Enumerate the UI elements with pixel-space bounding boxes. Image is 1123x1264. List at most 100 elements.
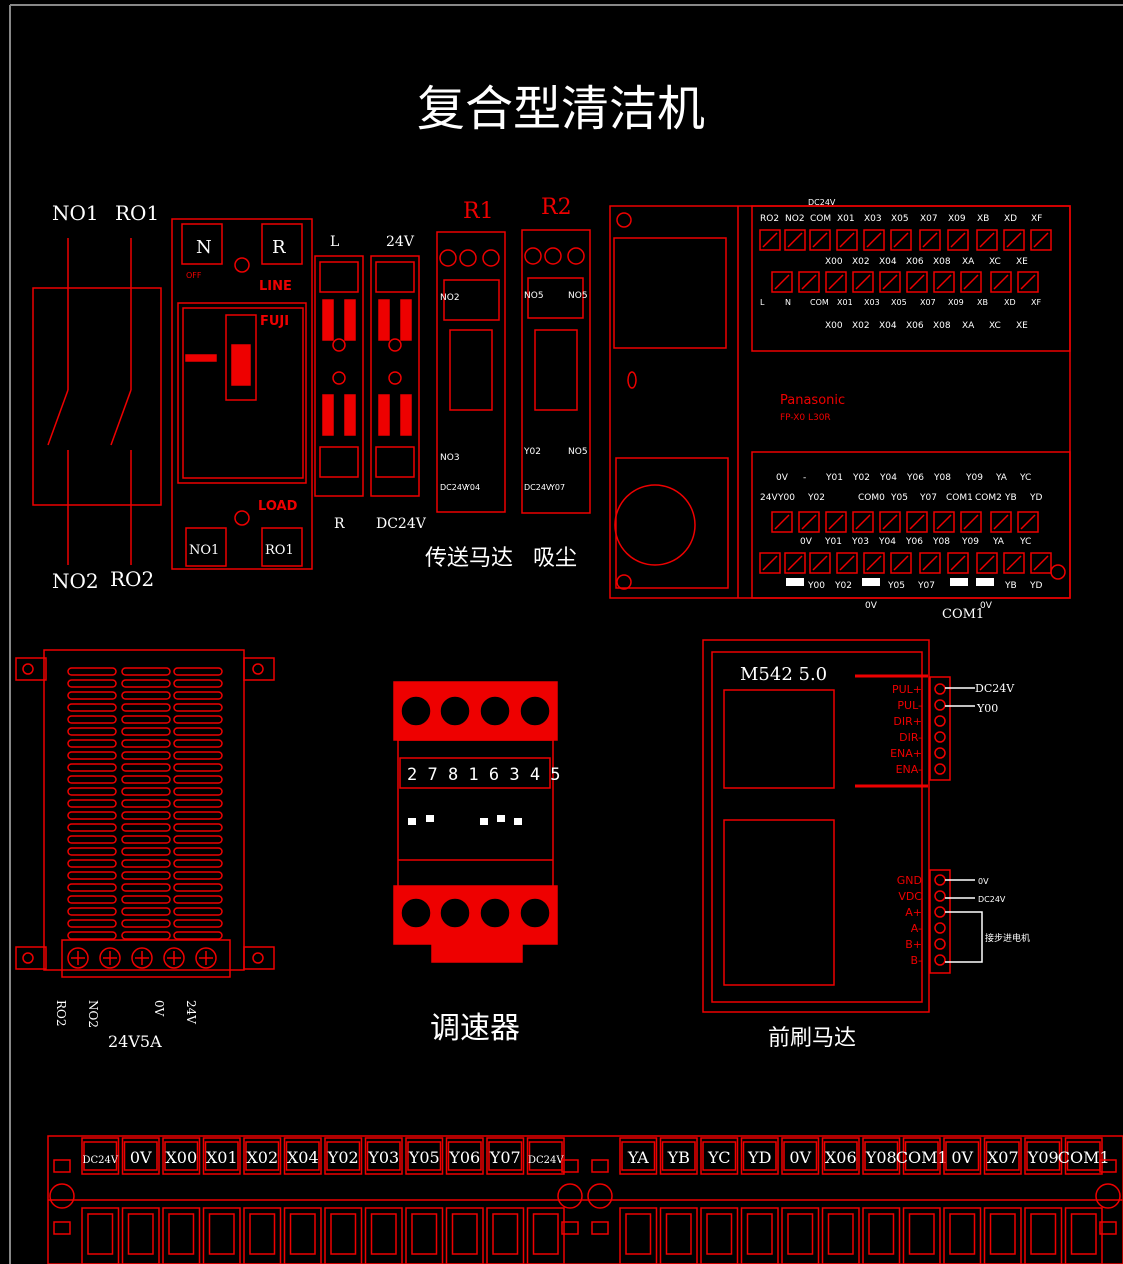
plc-screw-top2 xyxy=(906,271,928,293)
strip-terminal-slot xyxy=(908,1213,935,1255)
plc-screw-top1-slot xyxy=(866,232,882,248)
plc-terminal-label: X05 xyxy=(891,298,907,307)
plc-screw-top2-slot xyxy=(936,274,952,290)
relay-r2-label-f: Y07 xyxy=(549,483,565,492)
plc-terminal-label: N xyxy=(785,298,791,307)
plc-screw-bot1-slot xyxy=(936,514,952,530)
relay-r1-name: R1 xyxy=(463,199,494,224)
strip-terminal-lower xyxy=(983,1207,1022,1264)
psu-vent-slot xyxy=(121,811,171,820)
plc-model: FP-X0 L30R xyxy=(780,413,831,423)
strip-label-box xyxy=(366,1141,401,1171)
plc-terminal-label: Y01 xyxy=(824,537,842,547)
psu-terminal-block xyxy=(61,939,231,978)
strip-terminal-slot xyxy=(625,1213,652,1255)
psu-label-0v: 0V xyxy=(152,1000,166,1017)
plc-under-0v-a: 0V xyxy=(865,601,878,611)
strip-terminal-cell xyxy=(243,1137,282,1175)
plc-terminal-label: Y06 xyxy=(906,473,924,483)
plc-terminal-label: XE xyxy=(1016,321,1028,331)
strip-terminal-cell xyxy=(943,1137,982,1175)
strip-label-box xyxy=(864,1141,899,1171)
plc-screw-top2-slot xyxy=(963,274,979,290)
strip-terminal-slot xyxy=(208,1213,235,1255)
strip-terminal-lower xyxy=(243,1207,282,1264)
psu-vent-slot xyxy=(173,919,223,928)
plc-terminal-label: YD xyxy=(1029,581,1042,591)
plc-screw-bot1 xyxy=(990,511,1012,533)
driver-signal-pin xyxy=(934,715,946,727)
plc-terminal-label: Y00 xyxy=(807,581,825,591)
plc-terminal-label: XD xyxy=(1004,298,1016,307)
strip-terminal-cell xyxy=(781,1137,820,1175)
psu-vent-slot xyxy=(173,847,223,856)
psu-vent-slot xyxy=(173,799,223,808)
psu-vent-slot xyxy=(67,727,117,736)
strip-terminal-cell xyxy=(862,1137,901,1175)
plc-terminal-label: XF xyxy=(1031,214,1042,224)
relay-r2-label-b: NO5 xyxy=(568,291,588,301)
fuses: L 24V R DC24V xyxy=(314,234,427,532)
plc-screw-bot1 xyxy=(960,511,982,533)
strip-terminal-lower xyxy=(1024,1207,1063,1264)
plc-screw-top2-slot xyxy=(855,274,871,290)
plc-screw-top1 xyxy=(836,229,858,251)
strip-label-box xyxy=(285,1141,320,1171)
strip-label-box xyxy=(985,1141,1020,1171)
psu-vent-slot xyxy=(121,847,171,856)
psu-vent-slot xyxy=(173,835,223,844)
psu-vent-slot xyxy=(173,715,223,724)
strip-terminal-lower xyxy=(324,1207,363,1264)
plc-screw-bot2 xyxy=(947,552,969,574)
strip-terminal-label: X04 xyxy=(287,1148,319,1167)
strip-terminal-label: Y05 xyxy=(408,1148,440,1167)
psu-vent-slot xyxy=(173,823,223,832)
plc-terminal-label: Y03 xyxy=(851,537,869,547)
psu-vent-slot xyxy=(121,787,171,796)
strip-end-screw xyxy=(557,1183,583,1209)
plc-screw-top2-slot xyxy=(1020,274,1036,290)
plc-terminal-label: RO2 xyxy=(760,214,779,224)
strip-terminal-lower xyxy=(486,1207,525,1264)
psu-vent-slot xyxy=(121,823,171,832)
strip-end-tab xyxy=(1099,1221,1117,1235)
relay-r2-name: R2 xyxy=(541,195,572,220)
plc-dc24v: DC24V xyxy=(808,198,836,207)
driver-signal-pin xyxy=(934,747,946,759)
psu-vent-slot xyxy=(121,751,171,760)
driver-power-pin-label: B+ xyxy=(905,938,922,951)
psu-vent-slot xyxy=(173,883,223,892)
plc-screw-top1 xyxy=(947,229,969,251)
strip-terminal-label: Y02 xyxy=(327,1148,359,1167)
plc-indicator xyxy=(950,578,968,586)
plc-terminal-label: YD xyxy=(1029,493,1042,503)
plc-screw-top1-slot xyxy=(787,232,803,248)
psu-vent-slot xyxy=(121,679,171,688)
relay-r2-caption: 吸尘 xyxy=(533,546,577,571)
strip-terminal-cell xyxy=(81,1137,120,1175)
psu-vent-slot xyxy=(67,715,117,724)
strip-terminal-slot xyxy=(787,1213,814,1255)
strip-terminal-label: 0V xyxy=(789,1148,811,1167)
strip-terminal-slot xyxy=(168,1213,195,1255)
strip-terminal-lower xyxy=(902,1207,941,1264)
strip-terminal-cell xyxy=(445,1137,484,1175)
strip-terminal-slot xyxy=(370,1213,397,1255)
strip-label-box xyxy=(407,1141,442,1171)
plc-terminal-label: XF xyxy=(1031,298,1041,307)
psu-vent-slot xyxy=(67,823,117,832)
driver-signal-pin xyxy=(934,763,946,775)
strip-terminal-lower xyxy=(162,1207,201,1264)
strip-label-box xyxy=(661,1141,696,1171)
psu-vent-slot xyxy=(67,679,117,688)
psu-screw xyxy=(163,947,185,969)
strip-terminal-cell xyxy=(983,1137,1022,1175)
strip-end-screw xyxy=(1095,1183,1121,1209)
plc-terminal-label: COM xyxy=(810,214,831,224)
plc-terminal-label: COM0 xyxy=(858,493,885,503)
fuse-label-dc24v: DC24V xyxy=(376,516,427,532)
speed-digits: 2 7 8 1 6 3 4 5 xyxy=(407,765,561,785)
strip-label-box xyxy=(164,1141,199,1171)
